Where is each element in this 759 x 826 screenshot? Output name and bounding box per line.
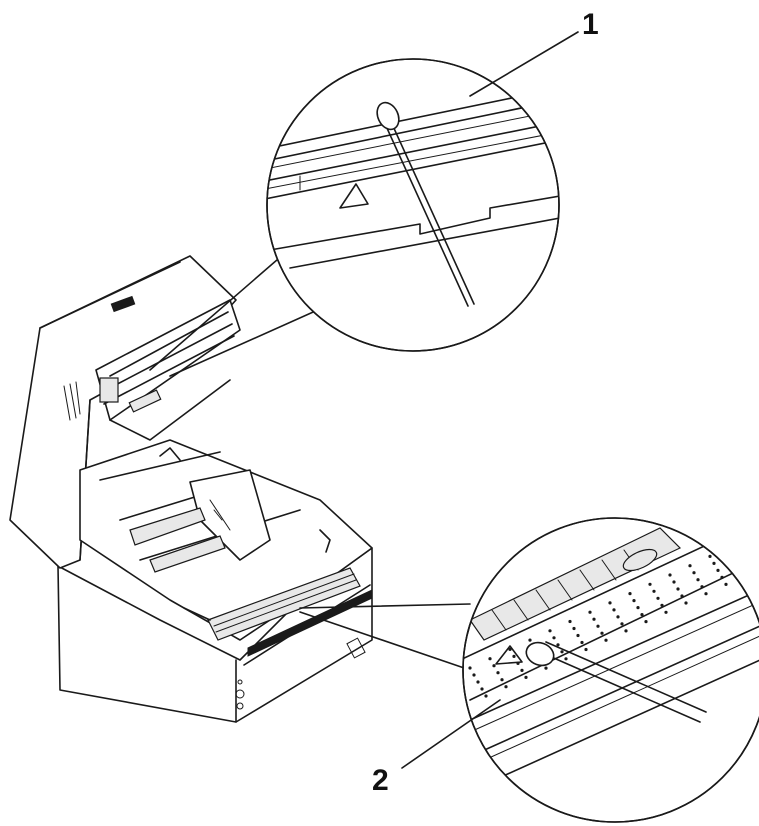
callout-label-2: 2 <box>372 764 389 797</box>
printer-illustration <box>9 255 373 723</box>
zoom-circle-2: 2 <box>372 517 759 823</box>
callout-label-1: 1 <box>582 8 599 41</box>
zoom-circle-1: 1 <box>266 8 599 352</box>
zoom-connector-lines <box>149 239 471 671</box>
